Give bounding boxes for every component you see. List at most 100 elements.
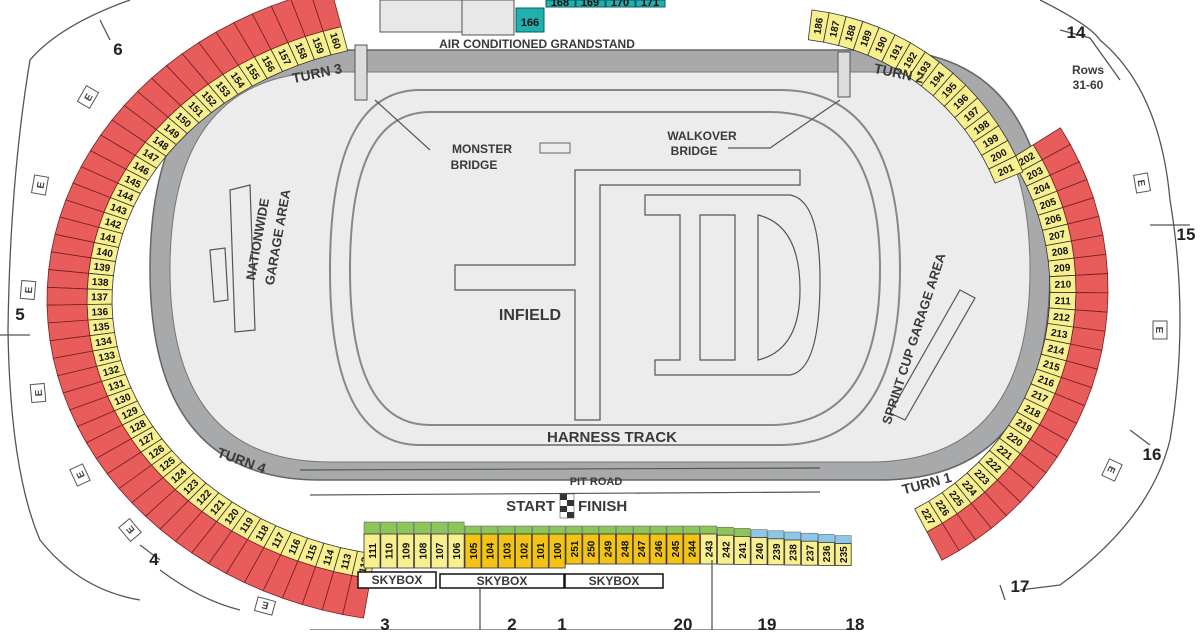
- right-upper-section-210[interactable]: [1075, 273, 1109, 294]
- front-section-label: 101: [536, 542, 547, 559]
- front-section-241[interactable]: [733, 536, 751, 565]
- front-section-104[interactable]: [481, 533, 499, 569]
- front-upper-section-108[interactable]: [414, 521, 431, 535]
- infield-label: INFIELD: [499, 307, 561, 324]
- front-section-label: 109: [402, 542, 413, 559]
- grandstand-section-171[interactable]: [635, 0, 666, 8]
- left-upper-section-159[interactable]: [290, 0, 324, 37]
- right-top-section-201[interactable]: [988, 155, 1024, 184]
- front-upper-section-103[interactable]: [498, 525, 515, 535]
- front-section-242[interactable]: [716, 534, 734, 565]
- left-section-label: 159: [309, 36, 325, 56]
- grandstand-section-168[interactable]: [545, 0, 576, 8]
- right-upper-section-211[interactable]: [1074, 292, 1109, 313]
- gate-5-label: 5: [15, 305, 24, 324]
- entrance-icon[interactable]: E: [1101, 458, 1123, 482]
- front-upper-section-100[interactable]: [548, 525, 566, 535]
- front-section-248[interactable]: [616, 533, 633, 565]
- front-upper-section-102[interactable]: [515, 525, 532, 535]
- front-section-100[interactable]: [548, 533, 566, 569]
- pit-wall-line: [309, 491, 821, 496]
- nationwide-garage-annex: [209, 247, 229, 303]
- front-section-251[interactable]: [565, 533, 583, 565]
- front-upper-section-250[interactable]: [582, 525, 600, 535]
- front-section-238[interactable]: [784, 539, 802, 566]
- front-section-label: 248: [620, 540, 631, 557]
- gate-1-label: 1: [557, 615, 566, 630]
- right-section-label: 212: [1053, 312, 1071, 325]
- monster-bridge-structure: [354, 44, 368, 101]
- right-upper-section-209[interactable]: [1073, 253, 1108, 276]
- front-section-102[interactable]: [515, 533, 532, 569]
- front-upper-section-245[interactable]: [666, 525, 684, 535]
- front-upper-section-243[interactable]: [700, 525, 717, 535]
- grandstand-section-169[interactable]: [575, 0, 606, 8]
- left-seating: 1601591581571561551541531521511501491481…: [46, 0, 376, 619]
- front-section-246[interactable]: [649, 533, 667, 565]
- front-section-108[interactable]: [414, 533, 431, 569]
- front-upper-section-110[interactable]: [380, 521, 398, 535]
- front-upper-section-247[interactable]: [632, 525, 650, 535]
- front-section-235[interactable]: [834, 543, 852, 566]
- skybox-left[interactable]: [357, 571, 437, 589]
- front-section-107[interactable]: [430, 533, 448, 569]
- front-upper-section-101[interactable]: [532, 525, 549, 535]
- front-section-237[interactable]: [801, 540, 818, 566]
- entrance-label: E: [83, 92, 96, 104]
- gate-16-label: 16: [1143, 445, 1162, 464]
- entrance-markers: E E E E E E E E E E: [19, 85, 1168, 616]
- right-upper-section-227[interactable]: [926, 522, 960, 561]
- left-upper-section-138[interactable]: [46, 269, 89, 290]
- front-upper-section-105[interactable]: [464, 525, 482, 535]
- front-upper-section-249[interactable]: [599, 525, 616, 535]
- entrance-icon[interactable]: E: [253, 596, 277, 616]
- right-seating: 2022032042052062072082092102112122132142…: [914, 127, 1109, 561]
- front-section-111[interactable]: [363, 533, 381, 569]
- front-section-103[interactable]: [498, 533, 516, 569]
- front-section-244[interactable]: [683, 533, 701, 565]
- front-upper-section-251[interactable]: [565, 525, 583, 535]
- front-section-105[interactable]: [464, 533, 482, 569]
- front-upper-section-106[interactable]: [447, 521, 465, 535]
- front-upper-section-246[interactable]: [649, 525, 667, 535]
- front-section-250[interactable]: [582, 533, 600, 565]
- front-section-249[interactable]: [599, 533, 617, 565]
- right-section-label: 211: [1054, 296, 1071, 308]
- front-section-243[interactable]: [700, 533, 717, 565]
- grandstand-section-170[interactable]: [605, 0, 636, 8]
- front-upper-section-248[interactable]: [616, 525, 633, 535]
- front-section-239[interactable]: [767, 538, 785, 566]
- front-upper-section-104[interactable]: [481, 525, 499, 535]
- front-section-label: 111: [368, 543, 379, 559]
- entrance-icon[interactable]: E: [1152, 320, 1168, 340]
- grandstand-section-166[interactable]: [515, 7, 545, 33]
- entrance-label: E: [1135, 179, 1147, 188]
- front-upper-section-107[interactable]: [431, 521, 448, 535]
- front-section-106[interactable]: [447, 533, 465, 569]
- front-section-109[interactable]: [397, 533, 415, 569]
- front-upper-section-109[interactable]: [397, 521, 414, 535]
- front-section-236[interactable]: [817, 542, 835, 566]
- entrance-icon[interactable]: E: [118, 517, 142, 543]
- left-upper-section-160[interactable]: [311, 0, 342, 32]
- harness-track-label: HARNESS TRACK: [547, 429, 677, 446]
- front-section-245[interactable]: [666, 533, 684, 565]
- entrance-icon[interactable]: E: [69, 463, 91, 487]
- front-section-240[interactable]: [750, 537, 768, 565]
- entrance-icon[interactable]: E: [1132, 172, 1152, 194]
- grandstand-section-label: 169: [581, 0, 599, 9]
- front-section-247[interactable]: [632, 533, 650, 565]
- front-upper-section-244[interactable]: [683, 525, 701, 535]
- front-section-110[interactable]: [380, 533, 398, 569]
- skybox-right[interactable]: [564, 573, 664, 589]
- monster-bridge-label-2: BRIDGE: [451, 158, 498, 172]
- entrance-icon[interactable]: E: [29, 382, 47, 404]
- front-section-101[interactable]: [531, 533, 549, 569]
- entrance-icon[interactable]: E: [76, 85, 100, 109]
- skybox-center[interactable]: [439, 573, 565, 589]
- entrance-icon[interactable]: E: [30, 174, 50, 196]
- left-upper-section-137[interactable]: [46, 286, 88, 306]
- entrance-icon[interactable]: E: [19, 279, 37, 301]
- front-upper-section-111[interactable]: [363, 521, 381, 535]
